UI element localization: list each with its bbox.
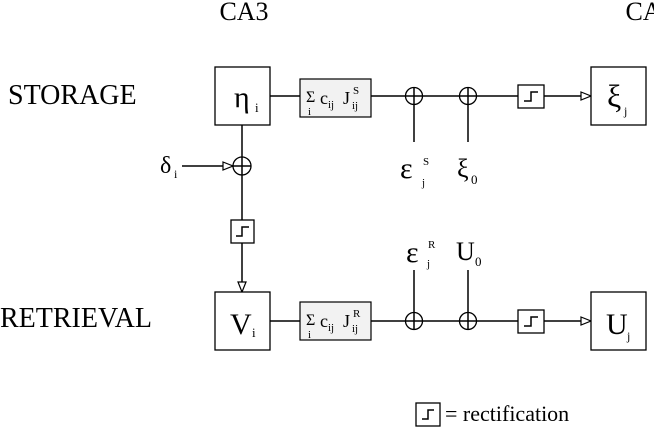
retrieval-noise2-symbol: U <box>456 237 475 266</box>
storage-sum-J-sup: S <box>353 85 359 97</box>
legend: = rectification <box>415 401 569 427</box>
storage-noise2-symbol: ξ <box>457 154 469 183</box>
retrieval-noise2-sub: 0 <box>475 254 482 269</box>
v-node-box <box>214 291 271 351</box>
vertical-link: δ i <box>160 125 255 292</box>
xi-subscript: j <box>623 104 627 118</box>
header-ca1: CA1 <box>625 0 654 26</box>
eta-node-box <box>214 66 271 126</box>
retrieval-noise1-sub: j <box>426 258 430 270</box>
retrieval-row: V i Σ i c ij J ij R ε R j U 0 U <box>214 236 647 351</box>
rectification-icon <box>422 409 434 420</box>
v-symbol: V <box>230 308 252 341</box>
v-subscript: i <box>252 325 256 340</box>
storage-sum-J-sub: ij <box>352 100 358 112</box>
storage-sum-J: J <box>343 88 350 108</box>
u-node-box <box>590 291 647 351</box>
retrieval-sum-box <box>299 301 372 341</box>
legend-text: = rectification <box>445 401 569 426</box>
storage-noise2-sub: 0 <box>471 172 478 187</box>
xi-node-box <box>590 66 647 126</box>
storage-sum-sigma-sub: i <box>308 106 311 118</box>
delta-symbol: δ <box>160 153 171 179</box>
retrieval-sum-sigma-sub: i <box>308 329 311 341</box>
eta-symbol: η <box>234 81 250 114</box>
xi-symbol: ξ <box>607 78 621 114</box>
storage-sum-c-sub: ij <box>328 99 334 111</box>
rectification-icon <box>236 226 249 237</box>
retrieval-sum-J-sup: R <box>353 308 361 320</box>
retrieval-noise1-sup: R <box>428 239 436 251</box>
storage-sum-c: c <box>320 88 328 108</box>
u-symbol: U <box>606 308 628 341</box>
retrieval-sum-J: J <box>343 311 350 331</box>
storage-noise1-sup: S <box>423 156 429 168</box>
retrieval-noise1-symbol: ε <box>406 236 419 269</box>
rectification-icon <box>524 91 538 102</box>
retrieval-sum-sigma: Σ <box>306 312 315 329</box>
retrieval-sum-J-sub: ij <box>352 323 358 335</box>
storage-noise1-sub: j <box>421 177 425 189</box>
delta-subscript: i <box>174 167 178 181</box>
storage-noise1-symbol: ε <box>400 152 413 185</box>
eta-subscript: i <box>255 100 259 115</box>
retrieval-sum-c: c <box>320 311 328 331</box>
rectification-icon <box>524 316 538 327</box>
retrieval-sum-c-sub: ij <box>328 322 334 334</box>
storage-sum-box <box>299 78 372 118</box>
u-subscript: j <box>626 329 630 343</box>
storage-row: η i Σ i c ij J ij S ε S j ξ 0 <box>214 66 647 189</box>
label-storage: STORAGE <box>8 80 137 111</box>
storage-sum-sigma: Σ <box>306 89 315 106</box>
label-retrieval: RETRIEVAL <box>0 303 152 334</box>
header-ca3: CA3 <box>219 0 268 26</box>
